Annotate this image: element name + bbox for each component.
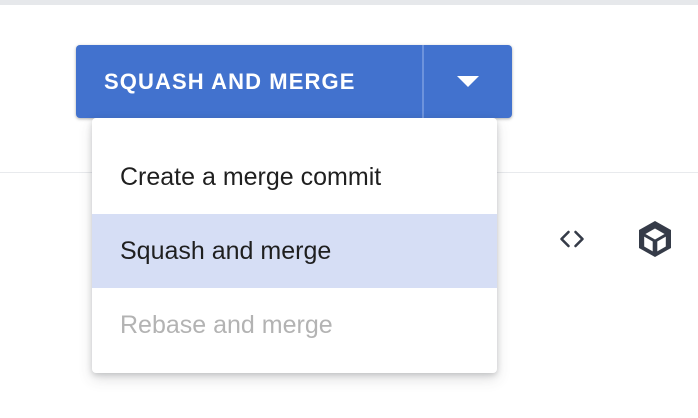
menu-item-label: Squash and merge xyxy=(120,236,332,265)
code-brackets-icon[interactable] xyxy=(548,215,596,263)
menu-item-label: Create a merge commit xyxy=(120,162,382,191)
menu-item-squash-and-merge[interactable]: Squash and merge xyxy=(92,214,497,288)
split-button-separator xyxy=(422,45,424,118)
split-button: SQUASH AND MERGE xyxy=(76,45,512,118)
top-strip xyxy=(0,0,698,5)
merge-options-toggle[interactable] xyxy=(424,45,512,118)
merge-options-menu: Create a merge commit Squash and merge R… xyxy=(92,118,497,373)
menu-item-label: Rebase and merge xyxy=(120,310,333,339)
toolbar-icons xyxy=(540,215,690,263)
menu-item-create-a-merge-commit[interactable]: Create a merge commit xyxy=(92,140,497,214)
package-cube-icon[interactable] xyxy=(631,215,679,263)
chevron-down-icon xyxy=(457,76,479,87)
squash-and-merge-button[interactable]: SQUASH AND MERGE xyxy=(76,45,422,118)
menu-item-rebase-and-merge: Rebase and merge xyxy=(92,288,497,362)
split-button-label: SQUASH AND MERGE xyxy=(104,68,356,94)
